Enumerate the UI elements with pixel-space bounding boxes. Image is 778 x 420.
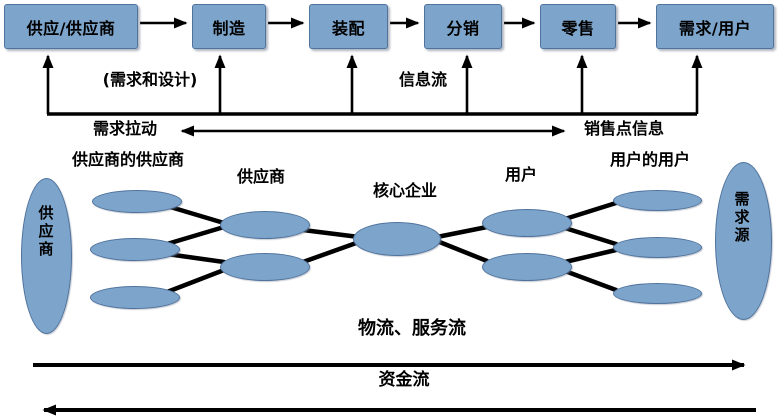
users-user-node — [613, 190, 702, 211]
label-demand-and-design: (需求和设计) — [102, 70, 198, 89]
supply-source-ellipse — [21, 178, 72, 334]
suppliers-supplier-node — [92, 190, 182, 213]
label-demand-pull: 需求拉动 — [92, 119, 158, 138]
demand-source-label: 需求源 — [734, 190, 750, 244]
process-box-assembly: 装配 — [309, 4, 388, 49]
process-box-distribution: 分销 — [424, 4, 502, 49]
users-user-node — [613, 237, 702, 258]
label-suppliers-supplier: 供应商的供应商 — [71, 150, 185, 169]
supplier-node — [220, 253, 310, 281]
label-capital-flow: 资金流 — [378, 370, 430, 390]
user-node — [482, 209, 572, 237]
label-users-user: 用户的用户 — [609, 150, 691, 169]
supply-source-label: 供应商 — [38, 204, 54, 258]
process-box-demand-user: 需求/用户 — [656, 4, 774, 49]
supplier-node — [220, 211, 310, 239]
user-node — [482, 253, 572, 281]
core-enterprise-node — [353, 222, 441, 256]
demand-source-ellipse — [715, 162, 772, 320]
process-box-retail: 零售 — [540, 4, 616, 49]
process-box-manufacture: 制造 — [192, 4, 266, 49]
label-user: 用户 — [504, 165, 538, 184]
label-core-enterprise: 核心企业 — [372, 181, 438, 200]
label-supplier: 供应商 — [236, 167, 286, 186]
label-pos-information: 销售点信息 — [583, 119, 665, 138]
users-user-node — [613, 283, 702, 304]
process-box-supply-supplier: 供应/供应商 — [4, 4, 138, 49]
suppliers-supplier-node — [90, 238, 180, 261]
suppliers-supplier-node — [90, 286, 180, 309]
label-logistics-service-flow: 物流、服务流 — [358, 318, 466, 339]
label-information-flow: 信息流 — [398, 70, 448, 89]
